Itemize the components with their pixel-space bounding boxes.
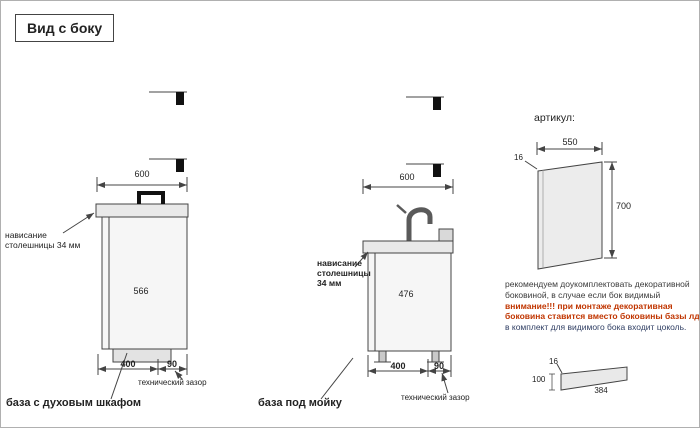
oven-height-label: 566	[133, 286, 149, 296]
plinth-drawing	[549, 363, 628, 391]
wall-bracket-icon	[406, 96, 444, 110]
overhang-note-line: столешницы	[317, 268, 371, 278]
warning-line: внимание!!! при монтаже декоративная	[505, 300, 673, 311]
upstand	[438, 228, 454, 242]
faucet-icon	[396, 204, 433, 241]
dimension-panel-width	[536, 142, 603, 155]
panel-height-label: 700	[616, 201, 632, 211]
oven-cabinet-drawing	[62, 91, 189, 400]
plinth-board	[560, 366, 628, 391]
sink-height-label: 476	[398, 289, 414, 299]
sink-overhang-note: нависание столешницы 34 мм	[317, 258, 371, 288]
leader-overhang	[354, 251, 369, 268]
oven-gap-label: 90	[166, 359, 177, 369]
sink-bottom-width-label: 400	[390, 361, 406, 371]
overhang-note-line: нависание	[5, 230, 47, 240]
warning-line: боковина ставится вместо боковины базы л…	[505, 311, 700, 322]
decor-panel	[537, 161, 603, 270]
leader-thickness	[524, 160, 538, 170]
plinth-base	[112, 348, 172, 363]
dimension-top-width	[362, 179, 454, 194]
dimension-top-width	[96, 177, 188, 192]
overhang-note-line: нависание	[317, 258, 362, 268]
dimension-bottom	[97, 354, 188, 375]
sink-cabinet-drawing	[320, 96, 454, 400]
leader-overhang	[62, 212, 95, 234]
oven-technical-gap-note: технический зазор	[138, 378, 207, 387]
overhang-note-line: столешницы 34 мм	[5, 240, 81, 250]
leader-name	[110, 352, 128, 400]
recommendation-note: рекомендуем доукомплектовать декоративно…	[505, 279, 700, 333]
leader-name	[320, 357, 354, 400]
sink-gap-label: 90	[433, 361, 444, 371]
oven-top-width-label: 600	[134, 169, 150, 179]
plinth-height-label: 100	[532, 375, 546, 384]
cabinet-body	[367, 252, 452, 352]
sink-cabinet-name: база под мойку	[258, 397, 342, 409]
overhang-note-line: 34 мм	[317, 278, 342, 288]
leader-gap	[174, 370, 183, 380]
wall-bracket-icon	[406, 163, 444, 177]
plinth-thickness-label: 16	[549, 357, 558, 366]
dimension-bottom	[367, 355, 452, 377]
side-panel-drawing	[524, 142, 628, 391]
leader-gap	[441, 372, 449, 394]
oven-overhang-note: нависание столешницы 34 мм	[5, 230, 80, 250]
note-line: в комплект для видимого бока входит цоко…	[505, 322, 687, 333]
cabinet-body	[101, 216, 188, 350]
note-line: боковиной, в случае если бок видимый	[505, 289, 661, 300]
note-line: рекомендуем доукомплектовать декоративно…	[505, 279, 690, 289]
wall-bracket-icon	[149, 158, 187, 172]
panel-width-label: 550	[562, 137, 578, 147]
plinth-length-label: 384	[594, 386, 608, 395]
sink-top-width-label: 600	[399, 172, 415, 182]
wall-bracket-icon	[149, 91, 187, 105]
countertop	[362, 240, 454, 254]
dimension-panel-height	[604, 161, 617, 259]
countertop	[95, 203, 189, 218]
oven-bottom-width-label: 400	[120, 359, 136, 369]
panel-thickness-label: 16	[514, 153, 523, 162]
oven-handle-icon	[137, 191, 165, 204]
sink-technical-gap-note: технический зазор	[401, 393, 470, 402]
oven-cabinet-name: база с духовым шкафом	[6, 397, 141, 409]
articul-label: артикул:	[534, 112, 575, 124]
page-title: Вид с боку	[15, 14, 115, 42]
